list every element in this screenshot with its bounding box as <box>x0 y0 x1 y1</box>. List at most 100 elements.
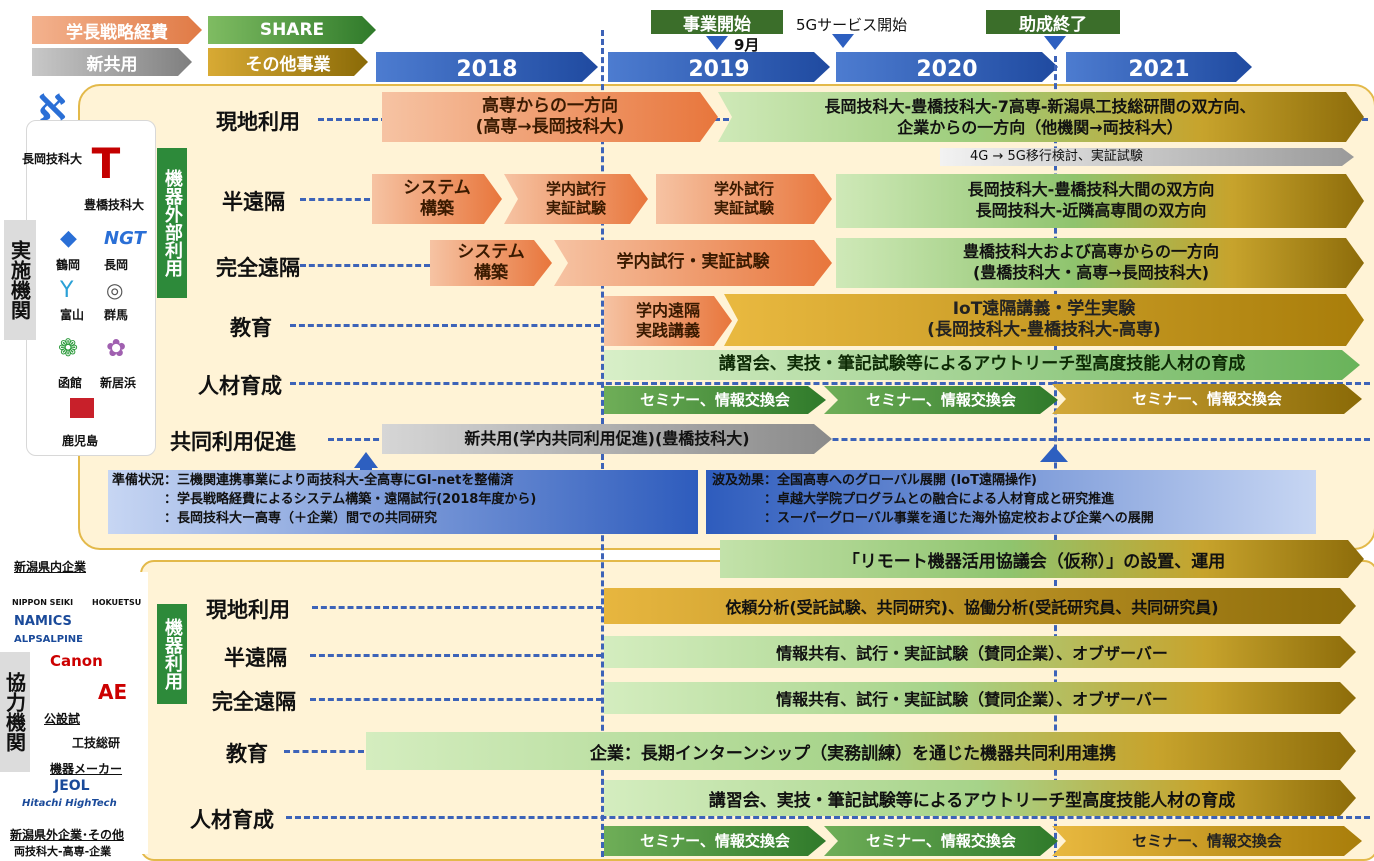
milestone-grant-end: 助成終了 <box>986 10 1120 35</box>
row-label-hr-dev: 人材育成 <box>198 374 282 398</box>
bar-edu-2: IoT遠隔講義・学生実験 (長岡技科大-豊橋技科大-高専) <box>724 294 1364 346</box>
milestone-september: 9月 <box>734 36 760 54</box>
legend-president-budget: 学長戦略経費 <box>32 16 202 44</box>
logo-gunma: 群馬 <box>104 308 129 322</box>
bar-local-2-bg <box>718 92 1364 142</box>
logo-nippon-seiki: NIPPON SEIKI <box>12 598 74 607</box>
toyohashi-logo: T <box>91 139 121 188</box>
nagaoka-logo: ℵ <box>37 88 67 129</box>
bar-local-1: 高専からの一方向 (高専→長岡技科大) <box>382 92 718 142</box>
cooperating-label: 協力機関 <box>0 652 30 772</box>
implementing-label: 実施機関 <box>4 220 36 340</box>
bar-local-2-text: 長岡技科大-豊橋技科大-7高専-新潟県工技総研間の双方向、 企業からの一方向（他… <box>824 97 1256 137</box>
logo-nagaoka-kosen: 長岡 <box>104 258 129 272</box>
year-2020: 2020 <box>836 52 1058 82</box>
year-2018: 2018 <box>376 52 598 82</box>
logo-hokuetsu: HOKUETSU <box>92 598 142 607</box>
logo-toyohashi: 豊橋技科大 <box>84 198 145 212</box>
bar-fiveg-note: 4G → 5G移行検討、実証試験 <box>940 148 1354 166</box>
row-dash <box>310 698 602 701</box>
logo-outside: 新潟県外企業･その他 <box>10 828 125 842</box>
bottom-bar-local-bg <box>604 588 1356 624</box>
legend-other-projects: その他事業 <box>208 48 368 76</box>
bottom-seminar-2020: セミナー、情報交換会 <box>824 826 1058 856</box>
bar-semi-4: 長岡技科大-豊橋技科大間の双方向 長岡技科大-近隣高専間の双方向 <box>967 180 1215 220</box>
row-dash <box>312 606 602 609</box>
logo-public-lab: 公設試 <box>44 712 81 726</box>
bottom-bar-semi: 情報共有、試行・実証試験（賛同企業）、オブザーバー <box>776 644 1168 663</box>
milestone-project-start: 事業開始 <box>651 10 783 35</box>
logo-niigata-companies: 新潟県内企業 <box>14 560 87 574</box>
down-arrow-icon <box>1044 36 1066 50</box>
prep-status-box <box>108 470 698 534</box>
row-dash <box>290 382 1370 385</box>
row-dash <box>328 438 1370 441</box>
bar-semi-2: 学内試行 実証試験 <box>504 174 648 224</box>
logo-ae: AE <box>98 680 128 704</box>
row-dash <box>300 264 430 267</box>
row-dash <box>310 654 602 657</box>
bottom-bar-edu: 企業：長期インターンシップ（実務訓練）を通じた機器共同利用連携 <box>589 743 1117 764</box>
bar-semi-4-bg <box>836 174 1364 228</box>
nagaoka-kosen-icon: NGT <box>104 228 146 249</box>
bottom-label-local-use: 現地利用 <box>206 598 290 622</box>
bottom-bar-local: 依頼分析(受託試験、共同研究)、協働分析(受託研究員、共同研究員) <box>725 598 1219 617</box>
bar-semi-1: システム 構築 <box>372 174 502 224</box>
bottom-bar-hr-bg <box>604 780 1356 816</box>
logo-canon: Canon <box>50 652 103 670</box>
logo-makers: 機器メーカー <box>50 762 123 776</box>
equipment-use-label: 機器利用 <box>157 604 187 704</box>
bottom-bar-full-bg <box>604 682 1356 714</box>
legend-share: SHARE <box>208 16 376 44</box>
niihama-icon: ✿ <box>106 334 127 362</box>
bar-joint-use: 新共用(学内共同利用促進)(豊橋技科大) <box>382 424 832 454</box>
logo-hitachi: Hitachi HighTech <box>22 798 117 809</box>
logo-nagaoka: 長岡技科大 <box>22 152 83 166</box>
row-label-education: 教育 <box>230 316 272 340</box>
bottom-label-hr-dev: 人材育成 <box>190 808 274 832</box>
bar-full-2: 学内試行・実証試験 <box>554 240 832 286</box>
effect-text: 波及効果：全国高専へのグローバル展開 (IoT遠隔操作) ：卓越大学院プログラム… <box>712 473 1154 526</box>
cooperating-logo-panel <box>8 572 148 854</box>
external-use-label: 機器外部利用 <box>157 148 187 298</box>
logo-kagoshima: 鹿児島 <box>62 434 99 448</box>
toyama-icon: Y <box>60 278 74 303</box>
row-label-semi-remote: 半遠隔 <box>222 190 285 214</box>
bar-full-3: 豊橋技科大および高専からの一方向 (豊橋技科大・高専→長岡技科大) <box>962 242 1219 282</box>
implementing-logo-panel <box>26 120 156 456</box>
logo-jeol: JEOL <box>54 778 90 794</box>
bar-semi-3: 学外試行 実証試験 <box>656 174 832 224</box>
legend-new-shared: 新共用 <box>32 48 192 76</box>
council-bar: 「リモート機器活用協議会（仮称）」の設置、運用 <box>842 551 1226 572</box>
year-2019: 2019 <box>608 52 830 82</box>
bottom-label-semi-remote: 半遠隔 <box>224 646 287 670</box>
bottom-bar-hr: 講習会、実技・筆記試験等によるアウトリーチ型高度技能人材の育成 <box>708 790 1236 811</box>
down-arrow-icon <box>706 36 728 50</box>
prep-status-text: 準備状況：三機関連携事業により両技科大-全高専にGI-netを整備済 ：学長戦略… <box>112 473 537 526</box>
bar-seminar-2019: セミナー、情報交換会 <box>604 386 826 414</box>
up-arrow-icon <box>360 466 372 472</box>
logo-niihama: 新居浜 <box>100 376 137 390</box>
hakodate-icon: ❁ <box>58 334 79 362</box>
bar-full-3-bg <box>836 238 1364 288</box>
logo-tsuruoka: 鶴岡 <box>56 258 81 272</box>
bottom-label-full-remote: 完全遠隔 <box>212 690 296 714</box>
bottom-seminar-2021: セミナー、情報交換会 <box>1052 826 1362 856</box>
logo-toyama: 富山 <box>60 308 85 322</box>
row-label-joint-use: 共同利用促進 <box>170 430 296 454</box>
council-bar-bg <box>720 540 1364 578</box>
logo-alps: ALPSALPINE <box>14 634 84 645</box>
bar-full-1: システム 構築 <box>430 240 552 286</box>
year-2021: 2021 <box>1066 52 1252 82</box>
gunma-icon: ◎ <box>106 278 124 302</box>
bottom-bar-semi-bg <box>604 636 1356 668</box>
logo-bottom-note: 両技科大-高専-企業 <box>14 845 112 858</box>
bottom-label-education: 教育 <box>226 742 268 766</box>
up-arrow-icon <box>1040 446 1068 462</box>
tsuruoka-icon: ◆ <box>60 226 77 251</box>
bar-hr: 講習会、実技・筆記試験等によるアウトリーチ型高度技能人材の育成 <box>604 350 1360 380</box>
up-arrow-icon <box>354 452 378 468</box>
milestone-5g-start: 5Gサービス開始 <box>796 16 908 34</box>
logo-namics: NAMICS <box>14 614 72 629</box>
row-label-local-use: 現地利用 <box>216 110 300 134</box>
